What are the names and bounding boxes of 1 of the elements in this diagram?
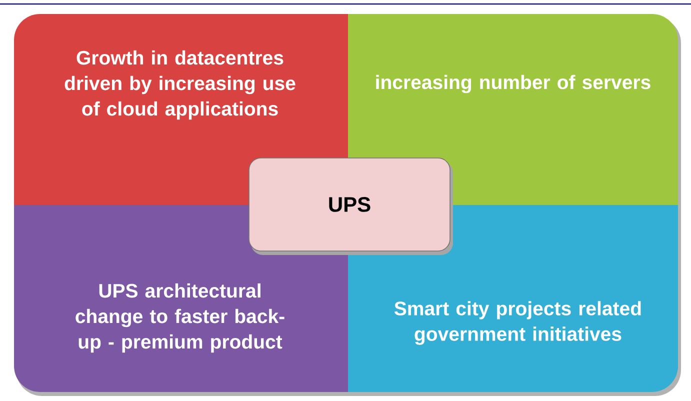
center-box: UPS bbox=[248, 158, 453, 255]
